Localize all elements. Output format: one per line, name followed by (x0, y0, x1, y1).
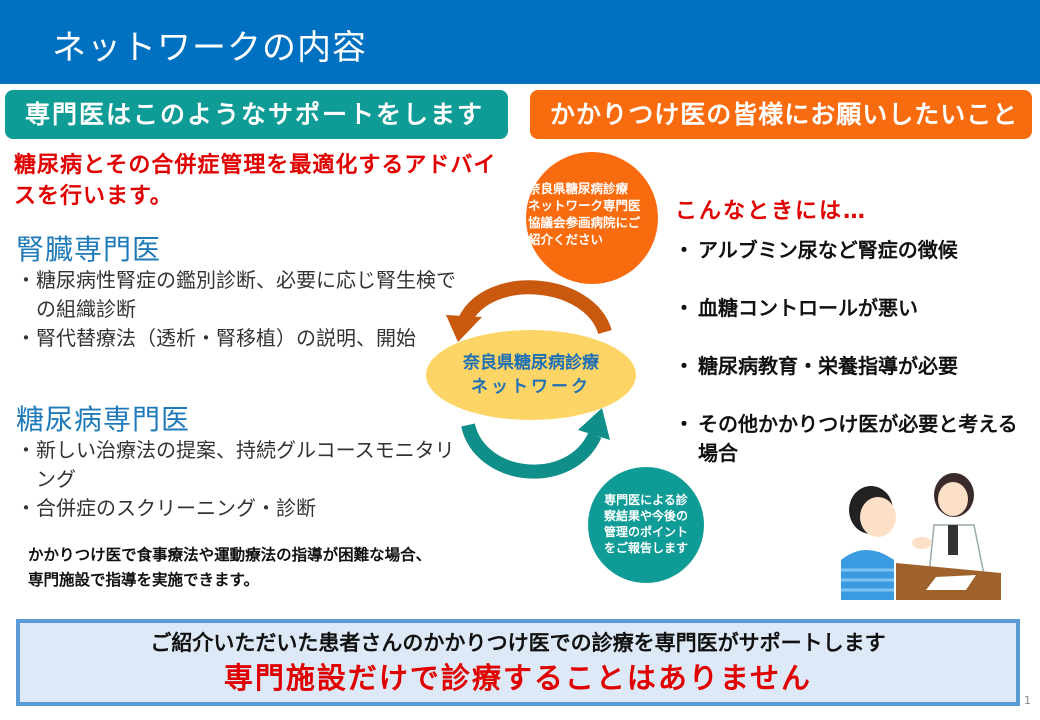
network-label-2: ネットワーク (471, 377, 591, 397)
report-circle: 専門医による診 察結果や今後の 管理のポイント をご報告します (588, 467, 704, 583)
list-item: アルブミン尿など腎症の徴候 (674, 236, 1034, 265)
kidney-specialist-list: 糖尿病性腎症の鑑別診断、必要に応じ腎生検での組織診断 腎代替療法（透析・腎移植）… (16, 266, 456, 353)
circle-line: 紹介ください (528, 232, 604, 247)
list-item: 腎代替療法（透析・腎移植）の説明、開始 (16, 324, 456, 353)
guidance-note: かかりつけ医で食事療法や運動療法の指導が困難な場合、 専門施設で指導を実施できま… (28, 543, 431, 593)
cycle-arrows-icon (446, 280, 612, 479)
circle-line: 察結果や今後の (603, 509, 688, 523)
note-line-2: 専門施設で指導を実施できます。 (28, 571, 259, 589)
circle-line: 専門医による診 (604, 493, 688, 507)
summary-banner: ご紹介いただいた患者さんのかかりつけ医での診療を専門医がサポートします 専門施設… (16, 619, 1020, 706)
specialist-support-header: 専門医はこのようなサポートをします (5, 90, 508, 139)
kidney-specialist-title: 腎臓専門医 (16, 233, 162, 266)
circle-line: ネットワーク専門医 (528, 198, 641, 213)
network-ellipse: 奈良県糖尿病診療 ネットワーク (426, 330, 636, 420)
referral-criteria-list: アルブミン尿など腎症の徴候 血糖コントロールが悪い 糖尿病教育・栄養指導が必要 … (674, 236, 1034, 497)
list-item: 新しい治療法の提案、持続グルコースモニタリング (16, 436, 456, 494)
page-title: ネットワークの内容 (52, 28, 367, 68)
list-item: 合併症のスクリーニング・診断 (16, 494, 456, 523)
doctor-patient-illustration-icon (841, 473, 1001, 600)
banner-line-2: 専門施設だけで診療することはありません (223, 661, 813, 695)
lead-statement: 糖尿病とその合併症管理を最適化するアドバイスを行います。 (14, 153, 497, 209)
diabetes-specialist-list: 新しい治療法の提案、持続グルコースモニタリング 合併症のスクリーニング・診断 (16, 436, 456, 523)
diabetes-specialist-title: 糖尿病専門医 (16, 403, 191, 436)
note-line-1: かかりつけ医で食事療法や運動療法の指導が困難な場合、 (28, 546, 432, 564)
gp-request-header: かかりつけ医の皆様にお願いしたいこと (530, 90, 1032, 139)
list-item: 糖尿病性腎症の鑑別診断、必要に応じ腎生検での組織診断 (16, 266, 456, 324)
banner-line-1: ご紹介いただいた患者さんのかかりつけ医での診療を専門医がサポートします (150, 631, 886, 655)
when-heading: こんなときには… (675, 199, 868, 224)
circle-line: をご報告します (603, 541, 688, 555)
circle-line: 奈良県糖尿病診療 (528, 181, 629, 196)
list-item: 糖尿病教育・栄養指導が必要 (674, 352, 1034, 381)
title-bar: ネットワークの内容 (0, 0, 1040, 84)
list-item: 血糖コントロールが悪い (674, 294, 1034, 323)
list-item: その他かかりつけ医が必要と考える場合 (674, 410, 1034, 468)
network-label-1: 奈良県糖尿病診療 (463, 353, 599, 373)
referral-circle: 奈良県糖尿病診療 ネットワーク専門医 協議会参画病院にご 紹介ください (526, 152, 658, 284)
circle-line: 管理のポイント (603, 525, 688, 539)
circle-line: 協議会参画病院にご (528, 215, 641, 230)
page-number: 1 (1024, 694, 1031, 707)
